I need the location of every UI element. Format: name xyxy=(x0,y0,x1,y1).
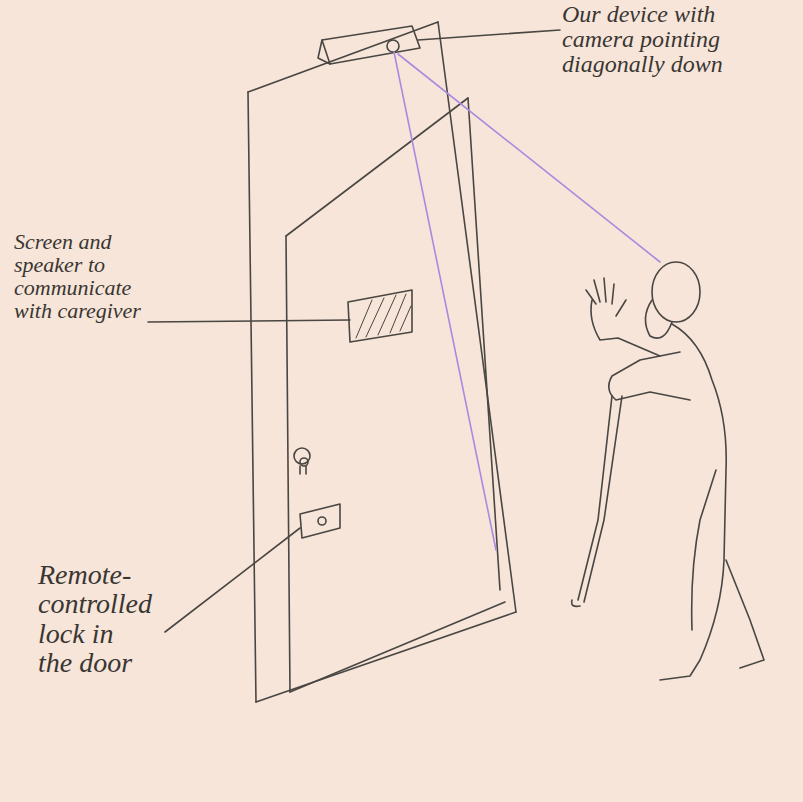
leader-line xyxy=(148,320,350,322)
door-edge xyxy=(290,602,505,692)
person-arm xyxy=(609,352,690,400)
frame-edge xyxy=(248,92,256,702)
camera-view-line xyxy=(398,54,660,262)
frame-edge xyxy=(438,22,516,612)
device-box xyxy=(322,26,420,64)
lock-keyhole xyxy=(318,517,326,525)
frame-edge xyxy=(248,22,438,92)
door-edge xyxy=(286,98,468,236)
callout-label: Screen and speaker to communicate with c… xyxy=(14,230,154,322)
leader-line xyxy=(165,528,300,632)
device-box xyxy=(318,40,330,64)
door-edge xyxy=(468,98,500,590)
camera-lens xyxy=(387,40,399,52)
door-knob xyxy=(300,466,306,474)
screen xyxy=(348,290,412,342)
lock-box xyxy=(300,504,340,538)
person-body xyxy=(660,324,764,680)
screen-hatch xyxy=(356,294,411,338)
door-knob xyxy=(300,458,308,466)
callout-label: Our device with camera pointing diagonal… xyxy=(562,2,792,78)
person-head xyxy=(652,262,700,322)
camera-view-line xyxy=(394,52,496,550)
door-edge xyxy=(286,236,290,692)
person-beard xyxy=(645,300,672,338)
frame-edge xyxy=(256,612,516,702)
person-hand xyxy=(586,278,660,356)
person-cane xyxy=(584,396,622,602)
leader-line xyxy=(418,30,560,40)
callout-label: Remote-controlled lock in the door xyxy=(38,560,146,678)
